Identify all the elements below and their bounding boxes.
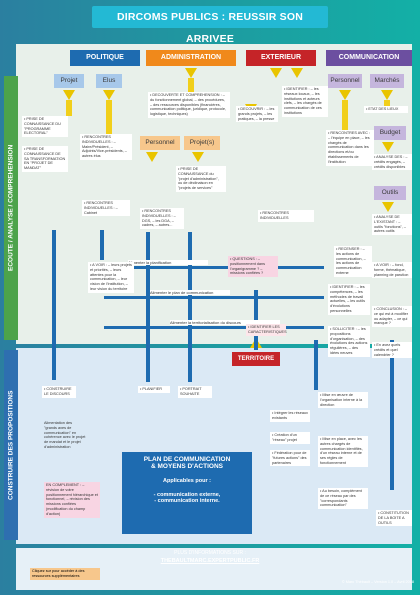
flow-bar	[342, 100, 348, 134]
arrow-down-icon	[270, 68, 282, 78]
note-recenser: • RECENSER : – les actions de communicat…	[334, 246, 372, 277]
plan-applicable: Applicables pour :	[163, 478, 211, 484]
tab-personnel-admin: Personnel	[140, 136, 180, 150]
flow-line	[52, 230, 56, 380]
phase-proposals-label: CONSTRUIRE DES PROPOSITIONS	[4, 350, 18, 540]
footer-link[interactable]: THEBAULTMARC.EXPERTPUBLIC.FR	[160, 558, 260, 564]
tab-projet: Projet	[54, 74, 84, 88]
note-cabinet: • RENCONTRES INDIVIDUELLES : – Cabinet	[82, 200, 130, 217]
note-rencontres-elus: • RENCONTRES INDIVIDUELLES : – Maire/Pré…	[80, 134, 132, 160]
column-exterieur: EXTERIEUR	[246, 50, 316, 66]
flow-label-planification: Alimenter la planification	[128, 260, 208, 265]
flow-line	[314, 340, 318, 390]
flow-bar	[188, 78, 194, 92]
arrow-down-icon	[381, 90, 393, 100]
arrow-down-icon	[146, 152, 158, 162]
note-decouverte: • DECOUVERTE ET COMPREHENSION : – du fon…	[148, 92, 230, 118]
flow-bar	[106, 100, 112, 134]
arrow-down-icon	[382, 142, 394, 152]
arrow-down-icon	[192, 152, 204, 162]
note-a-voir-fond: • A VOIR : – fond, forme, thématique, pl…	[372, 262, 412, 279]
flow-line	[104, 296, 324, 299]
plan-externe: - communication externe,	[153, 492, 221, 498]
note-etat-lieux: • ETAT DES LIEUX	[364, 106, 408, 113]
tab-personnel-comm: Personnel	[328, 74, 362, 88]
note-dgs: • RENCONTRES INDIVIDUELLES : – DGS, – le…	[140, 208, 184, 230]
tab-elus: Elus	[96, 74, 122, 88]
note-a-voir-elus: • A VOIR : – leurs projets et priorités,…	[88, 262, 134, 293]
plan-title-2: & MOYENS D'ACTIONS	[151, 463, 223, 470]
flow-label-plan: Alimenter le plan de communication	[150, 290, 230, 295]
note-credits: • ANALYSE DES : – crédits engagés, – cré…	[372, 154, 412, 171]
note-boite-outils: • CONSTITUTION DE LA BOITE A OUTILS	[376, 510, 412, 527]
note-solliciter: • SOLLICITER : – les propositions d'orga…	[328, 326, 370, 357]
note-rencontres-ext: • RENCONTRES INDIVIDUELLES	[258, 210, 314, 222]
note-projet-administration: • PRISE DE CONNAISSANCE du "projet d'adm…	[176, 166, 226, 192]
arrow-down-icon	[103, 90, 115, 100]
note-planifier: • PLANIFIER	[138, 386, 170, 393]
note-caracteristiques: • IDENTIFIER LES CARACTERISTIQUES	[246, 324, 287, 336]
tab-marches: Marchés	[370, 74, 404, 88]
page-title: DIRCOMS PUBLICS : REUSSIR SON ARRIVEE	[92, 6, 328, 45]
note-competences: • IDENTIFIER : – les compétences, – les …	[328, 284, 370, 315]
note-decouvrir: • DECOUVRIR : – les grands projets, – le…	[236, 106, 278, 123]
note-questions: • QUESTIONS : – positionnement dans l'or…	[228, 256, 278, 278]
flow-line	[104, 266, 324, 269]
plan-interne: - communication interne.	[154, 498, 220, 504]
flow-bar	[66, 100, 72, 116]
plan-title-1: PLAN DE COMMUNICATION	[143, 456, 231, 463]
tab-projets: Projet(s)	[184, 136, 220, 150]
flow-line	[104, 326, 324, 329]
note-correspondants: • Au besoin, complément de ce réseau par…	[318, 488, 368, 510]
flow-line	[188, 232, 192, 382]
flow-label-territorialisation: Alimenter la territorialisation du disco…	[170, 320, 280, 325]
flow-line	[390, 340, 394, 490]
arrow-down-icon	[291, 68, 303, 78]
note-projet-mandat: • PRISE DE CONNAISSANCE DE SA TRANSFORMA…	[22, 146, 68, 172]
note-identifier-reseaux: • IDENTIFIER : – les réseaux locaux, – l…	[282, 86, 328, 117]
note-programme: • PRISE DE CONNAISSANCE DU "PROGRAMME EL…	[22, 116, 68, 138]
tab-budget: Budget	[374, 126, 406, 140]
note-organisation-interne: • Mise en œuvre de l'organisation intern…	[318, 392, 368, 409]
note-complement: EN COMPLEMENT : – révision de votre posi…	[44, 482, 100, 518]
flow-line	[146, 232, 150, 382]
note-reseau-interne: • Mise en place, avec les autres chargés…	[318, 436, 368, 467]
phase-analysis-label: ECOUTE / ANALYSE / COMPREHENSION	[4, 76, 18, 340]
plan-box: PLAN DE COMMUNICATION & MOYENS D'ACTIONS…	[122, 452, 252, 534]
footer-hint: Cliquez sur pour accéder à des ressource…	[30, 568, 100, 580]
arrow-down-icon	[185, 68, 197, 78]
arrow-down-icon	[63, 90, 75, 100]
tab-outils: Outils	[374, 186, 406, 200]
note-reseaux-existants: • Intégrer les réseaux existants	[270, 410, 310, 422]
note-construire-discours: • CONSTRUIRE LE DISCOURS	[42, 386, 76, 398]
tab-territoire: TERRITOIRE	[232, 352, 280, 366]
note-credits-calendrier: • En avez quels crédits et quel calendri…	[372, 342, 412, 359]
footer-credit: © Marc Thébault – Version 1.0 – Avril 20…	[341, 580, 414, 584]
note-conclusion: • CONCLUSION : – ce qui est à modifier o…	[372, 306, 412, 328]
footer-info: PLUS D'INFORMATIONS SUR :	[174, 550, 246, 556]
flow-line	[100, 230, 104, 260]
note-federation: • Fédération pour de "futures actions" d…	[270, 450, 310, 467]
note-grands-axes: Alimentation des "grands axes de communi…	[42, 420, 88, 451]
note-portrait: • PORTRAIT SOUHAITE	[178, 386, 212, 398]
note-reseau-projet: • Création d'un "réseau" projet	[270, 432, 310, 444]
column-administration: ADMINISTRATION	[146, 50, 236, 66]
arrow-down-icon	[382, 202, 394, 212]
note-existant: • ANALYSE DE L'EXISTANT : – outils "fonc…	[372, 214, 412, 236]
column-communication: COMMUNICATION	[326, 50, 412, 66]
note-equipe: • RENCONTRES AVEC : – l'équipe en place,…	[326, 130, 374, 166]
column-politique: POLITIQUE	[70, 50, 140, 66]
arrow-down-icon	[339, 90, 351, 100]
